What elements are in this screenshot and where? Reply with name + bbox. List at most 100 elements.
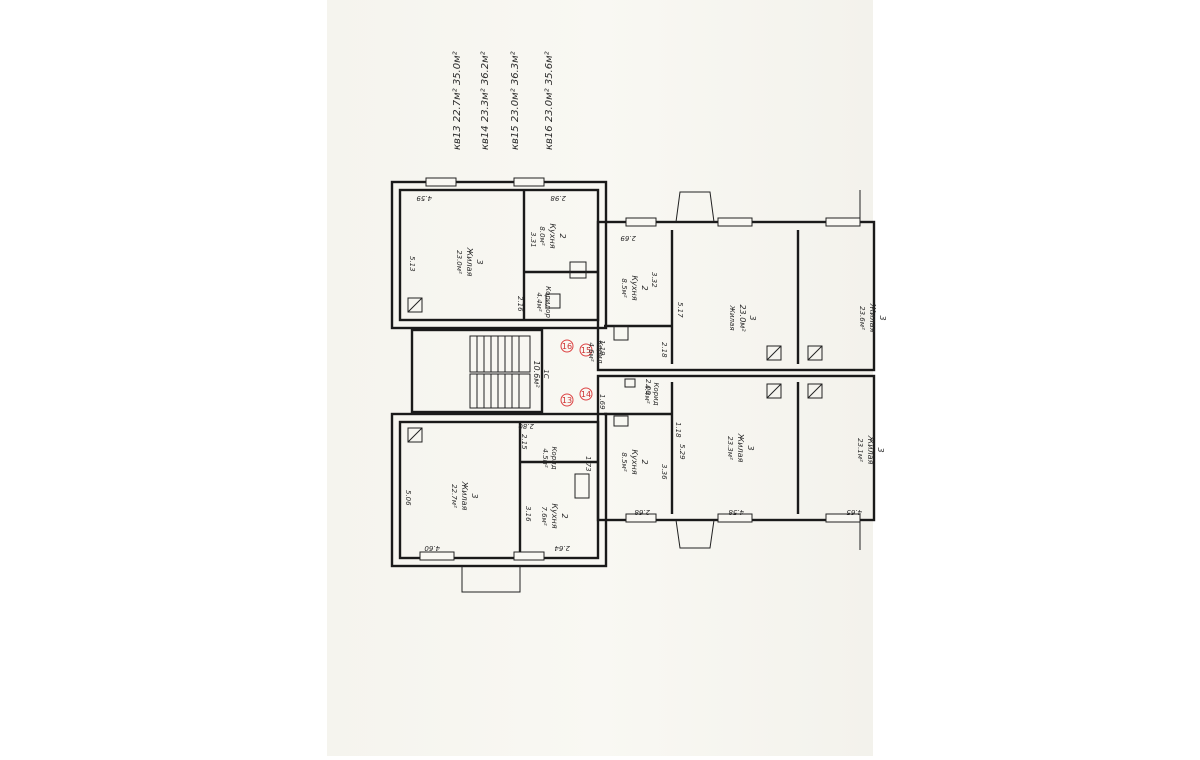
window [825,513,861,523]
room-number: 2 [560,513,569,518]
window [419,551,455,561]
dim-label: 4.65 [846,508,862,516]
stairs [469,335,531,409]
room-tl-kitchen: 2 Кухня 8.0м² [538,223,567,248]
room-area: 4.4м² [643,384,651,403]
room-number: 2 [640,285,649,290]
dim-label: 1.69 [598,394,606,410]
vent-icon [807,345,823,361]
walls [390,180,876,593]
marker-16-label: 16 [562,342,572,351]
dim-label: 5.17 [676,302,684,318]
room-bl-kitchen: 2 Кухня 7.6м² [540,503,569,528]
dim-label: 4.59 [416,194,432,202]
room-tr-living: 3 23.0м² Жилая [728,304,757,332]
room-number: 3 [746,445,755,450]
vent-icon [407,297,423,313]
marker-13-label: 13 [562,396,572,405]
room-number: 3 [878,315,887,320]
stove-icon [545,293,561,309]
vent-icon [807,383,823,399]
room-name: Жилая [728,304,736,330]
legend-apt16: кв16 23.0м² 35.6м² [544,51,555,150]
room-br-kitchen: 2 Кухня 8.5м² [620,449,649,474]
room-area: 23.1м² [856,438,864,462]
room-stair: 1С 10.6м² [532,360,550,388]
window [625,217,657,227]
dim-label: 3.32 [650,272,658,288]
window [513,551,545,561]
dim-label: 2.16 [516,296,524,312]
dim-label: 2.69 [620,234,636,242]
dim-label: 3.31 [529,232,537,248]
dim-label: 2.18 [660,342,668,358]
room-name: Жилая [866,435,875,465]
legend-apt13: кв13 22.7м² 35.0м² [452,51,463,150]
room-area: 8.5м² [620,452,628,471]
dim-label: 1.73 [584,456,592,472]
apartment-legend: кв13 22.7м² 35.0м² кв14 23.3м² 36.2м² кв… [452,51,555,150]
dim-label: 4.60 [424,544,440,552]
room-area: 23.3м² [726,436,734,460]
marker-14 [579,387,593,401]
legend-apt14: кв14 23.3м² 36.2м² [480,51,491,150]
bay-bottom-left [461,566,521,593]
room-name: Корид [550,446,558,469]
dim-label: 2.80 [518,422,534,430]
room-area: 10.6м² [532,360,541,388]
window [513,177,545,187]
dim-label: 2.15 [520,434,528,450]
room-name: Кухня [630,275,639,300]
marker-16 [560,339,574,353]
room-number: 2 [640,459,649,464]
room-area: 8.5м² [620,278,628,297]
room-number: 3 [475,259,484,264]
room-number: 3 [470,493,479,498]
bay-top [675,191,715,223]
room-name: Жилая [868,303,877,333]
room-area: 22.7м² [450,484,458,508]
room-area: 4.4м² [535,292,543,311]
room-area: 7.6м² [540,506,548,525]
dim-label: 2.98 [550,194,566,202]
room-area: 8.0м² [538,226,546,245]
fixtures [407,261,823,499]
room-area: 23.0м² [455,250,463,274]
room-number: 3 [876,447,885,452]
legend-apt15: кв15 23.0м² 36.3м² [510,51,521,150]
marker-13 [560,393,574,407]
vent-icon [766,345,782,361]
room-tr-kitchen: 2 Кухня 8.5м² [620,275,649,300]
dim-label: 5.13 [408,256,416,272]
room-tl-corridor: Коридор 4.4м² [535,286,552,318]
room-area: 23.0м² [738,304,747,332]
sink-icon [569,261,587,279]
window [625,513,657,523]
room-name: Кухня [550,503,559,528]
sink-icon [574,473,590,499]
window [425,177,457,187]
wall-tl-inner [398,188,600,322]
sink-icon [613,415,629,427]
dim-label: 5.06 [404,490,412,506]
vent-icon-mark [407,297,423,313]
stove-icon [624,378,636,388]
window [717,513,753,523]
window [717,217,753,227]
vent-icon-mark [766,345,782,361]
stair-flight-upper [469,335,531,373]
room-area: 23.6м² [858,306,866,330]
dim-label: 1.18 [674,422,682,438]
room-tl-living: 3 Жилая 23.0м² [455,247,484,277]
stove-icon [613,325,629,341]
wall-br-outer [596,374,876,522]
dim-label: 3.36 [660,464,668,480]
bay-bottom [675,519,715,549]
room-number: 2 [558,233,567,238]
stair-flight-lower [469,373,531,409]
room-name: Коридор [544,286,552,318]
vent-icon [407,427,423,443]
wall-bl-outer [390,412,608,568]
dim-label: 2.64 [554,544,570,552]
dim-label: 5.29 [678,444,686,460]
